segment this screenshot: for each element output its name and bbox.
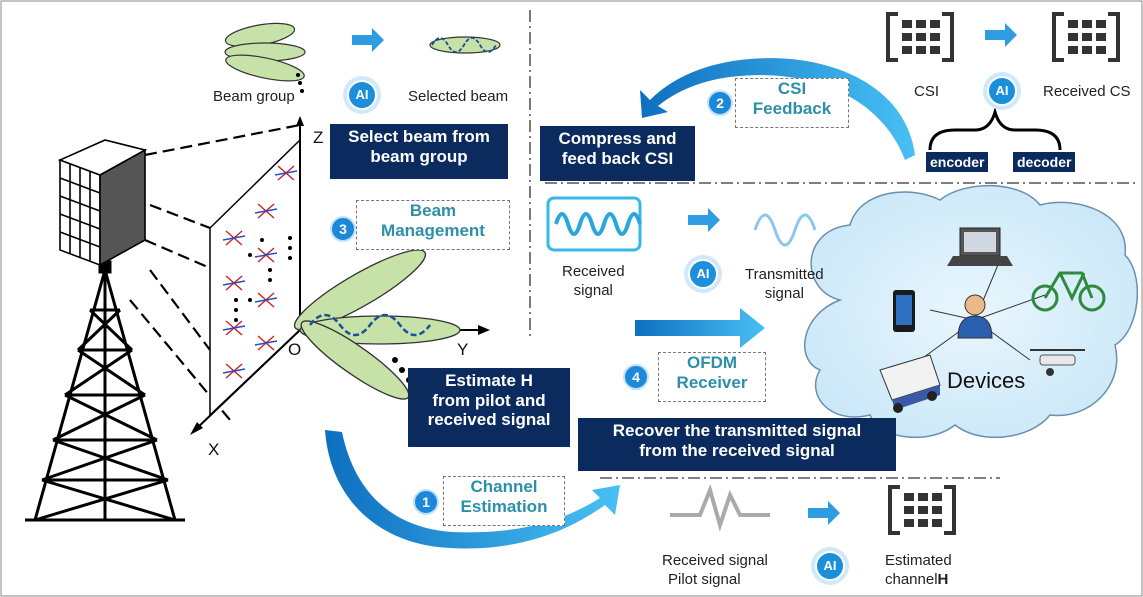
selected-beam-icon (429, 36, 501, 54)
x-axis-label: X (208, 440, 220, 459)
y-axis-label: Y (457, 340, 469, 359)
callout-select-beam: Select beam from beam group (330, 124, 508, 179)
ai-csi-icon: AI (987, 76, 1017, 106)
ai-channel-icon: AI (815, 551, 845, 581)
ai-ofdm-icon: AI (688, 259, 718, 289)
module-csi-feedback: CSI Feedback (735, 78, 849, 128)
transmitted-signal-icon (753, 213, 817, 247)
beam-dots (392, 357, 412, 383)
drone-icon (1030, 349, 1085, 376)
ai-beam-icon: AI (347, 80, 377, 110)
laptop-icon (947, 227, 1013, 266)
channel-matrix-icon (888, 485, 956, 535)
selected-beam-label: Selected beam (408, 88, 509, 105)
channel-estimation-arrow (325, 430, 620, 549)
origin-label: O (288, 340, 302, 359)
projection-lines (129, 123, 301, 421)
van-icon (879, 354, 941, 413)
module-beam-management: Beam Management (356, 200, 510, 250)
module-1-badge: 1 (413, 489, 439, 515)
module-ofdm-receiver: OFDM Receiver (658, 352, 766, 402)
arrow-beam-icon (352, 28, 384, 52)
received-signal-bottom-label: Received signal (662, 552, 768, 569)
antenna-array-icon (57, 139, 148, 267)
csi-label: CSI (914, 83, 940, 100)
module-4-badge: 4 (623, 364, 649, 390)
z-axis-label: Z (313, 128, 324, 147)
z-arrowhead (296, 116, 304, 126)
beam-group-label: Beam group (213, 88, 295, 105)
decoder-box: decoder (1013, 152, 1076, 172)
callout-estimate-h: Estimate H from pilot and received signa… (408, 368, 570, 447)
y-arrowhead (478, 325, 490, 335)
beam-group-icon (224, 22, 306, 82)
module-2-badge: 2 (707, 90, 733, 116)
phone-icon (893, 290, 915, 332)
encoder-box: encoder (926, 152, 989, 172)
antenna-elements (222, 165, 298, 379)
bicycle-icon (1031, 271, 1106, 312)
ofdm-arrow (635, 308, 765, 348)
beam-lobes (293, 249, 461, 400)
arrow-csi-icon (985, 23, 1017, 47)
received-csi-label: Received CS (1043, 83, 1131, 100)
module-3-badge: 3 (330, 216, 356, 242)
csi-matrix-icon (886, 12, 954, 62)
x-arrowhead (190, 422, 203, 435)
pilot-signal-label: Pilot signal (668, 571, 741, 588)
arrow-estimate-icon (808, 501, 840, 525)
callout-compress-csi: Compress and feed back CSI (540, 126, 695, 181)
estimated-label: Estimated channelH (885, 552, 952, 590)
callout-recover-signal: Recover the transmitted signal from the … (578, 418, 896, 471)
encoder-decoder-brace (928, 106, 1062, 151)
estimated-channel-text: Estimated channel (885, 552, 952, 588)
selected-beam-wave (309, 313, 431, 337)
devices-label: Devices (947, 368, 1026, 393)
pilot-signal-icon (670, 483, 770, 532)
received-signal-label: Received signal (562, 263, 625, 299)
module-channel-estimation: Channel Estimation (443, 476, 565, 526)
arrow-signal-icon (688, 208, 720, 232)
channel-h-symbol: H (937, 570, 949, 588)
received-csi-matrix-icon (1052, 12, 1120, 62)
tower-icon (25, 260, 185, 522)
person-icon (957, 294, 993, 339)
transmitted-signal-label: Transmitted signal (745, 266, 824, 302)
